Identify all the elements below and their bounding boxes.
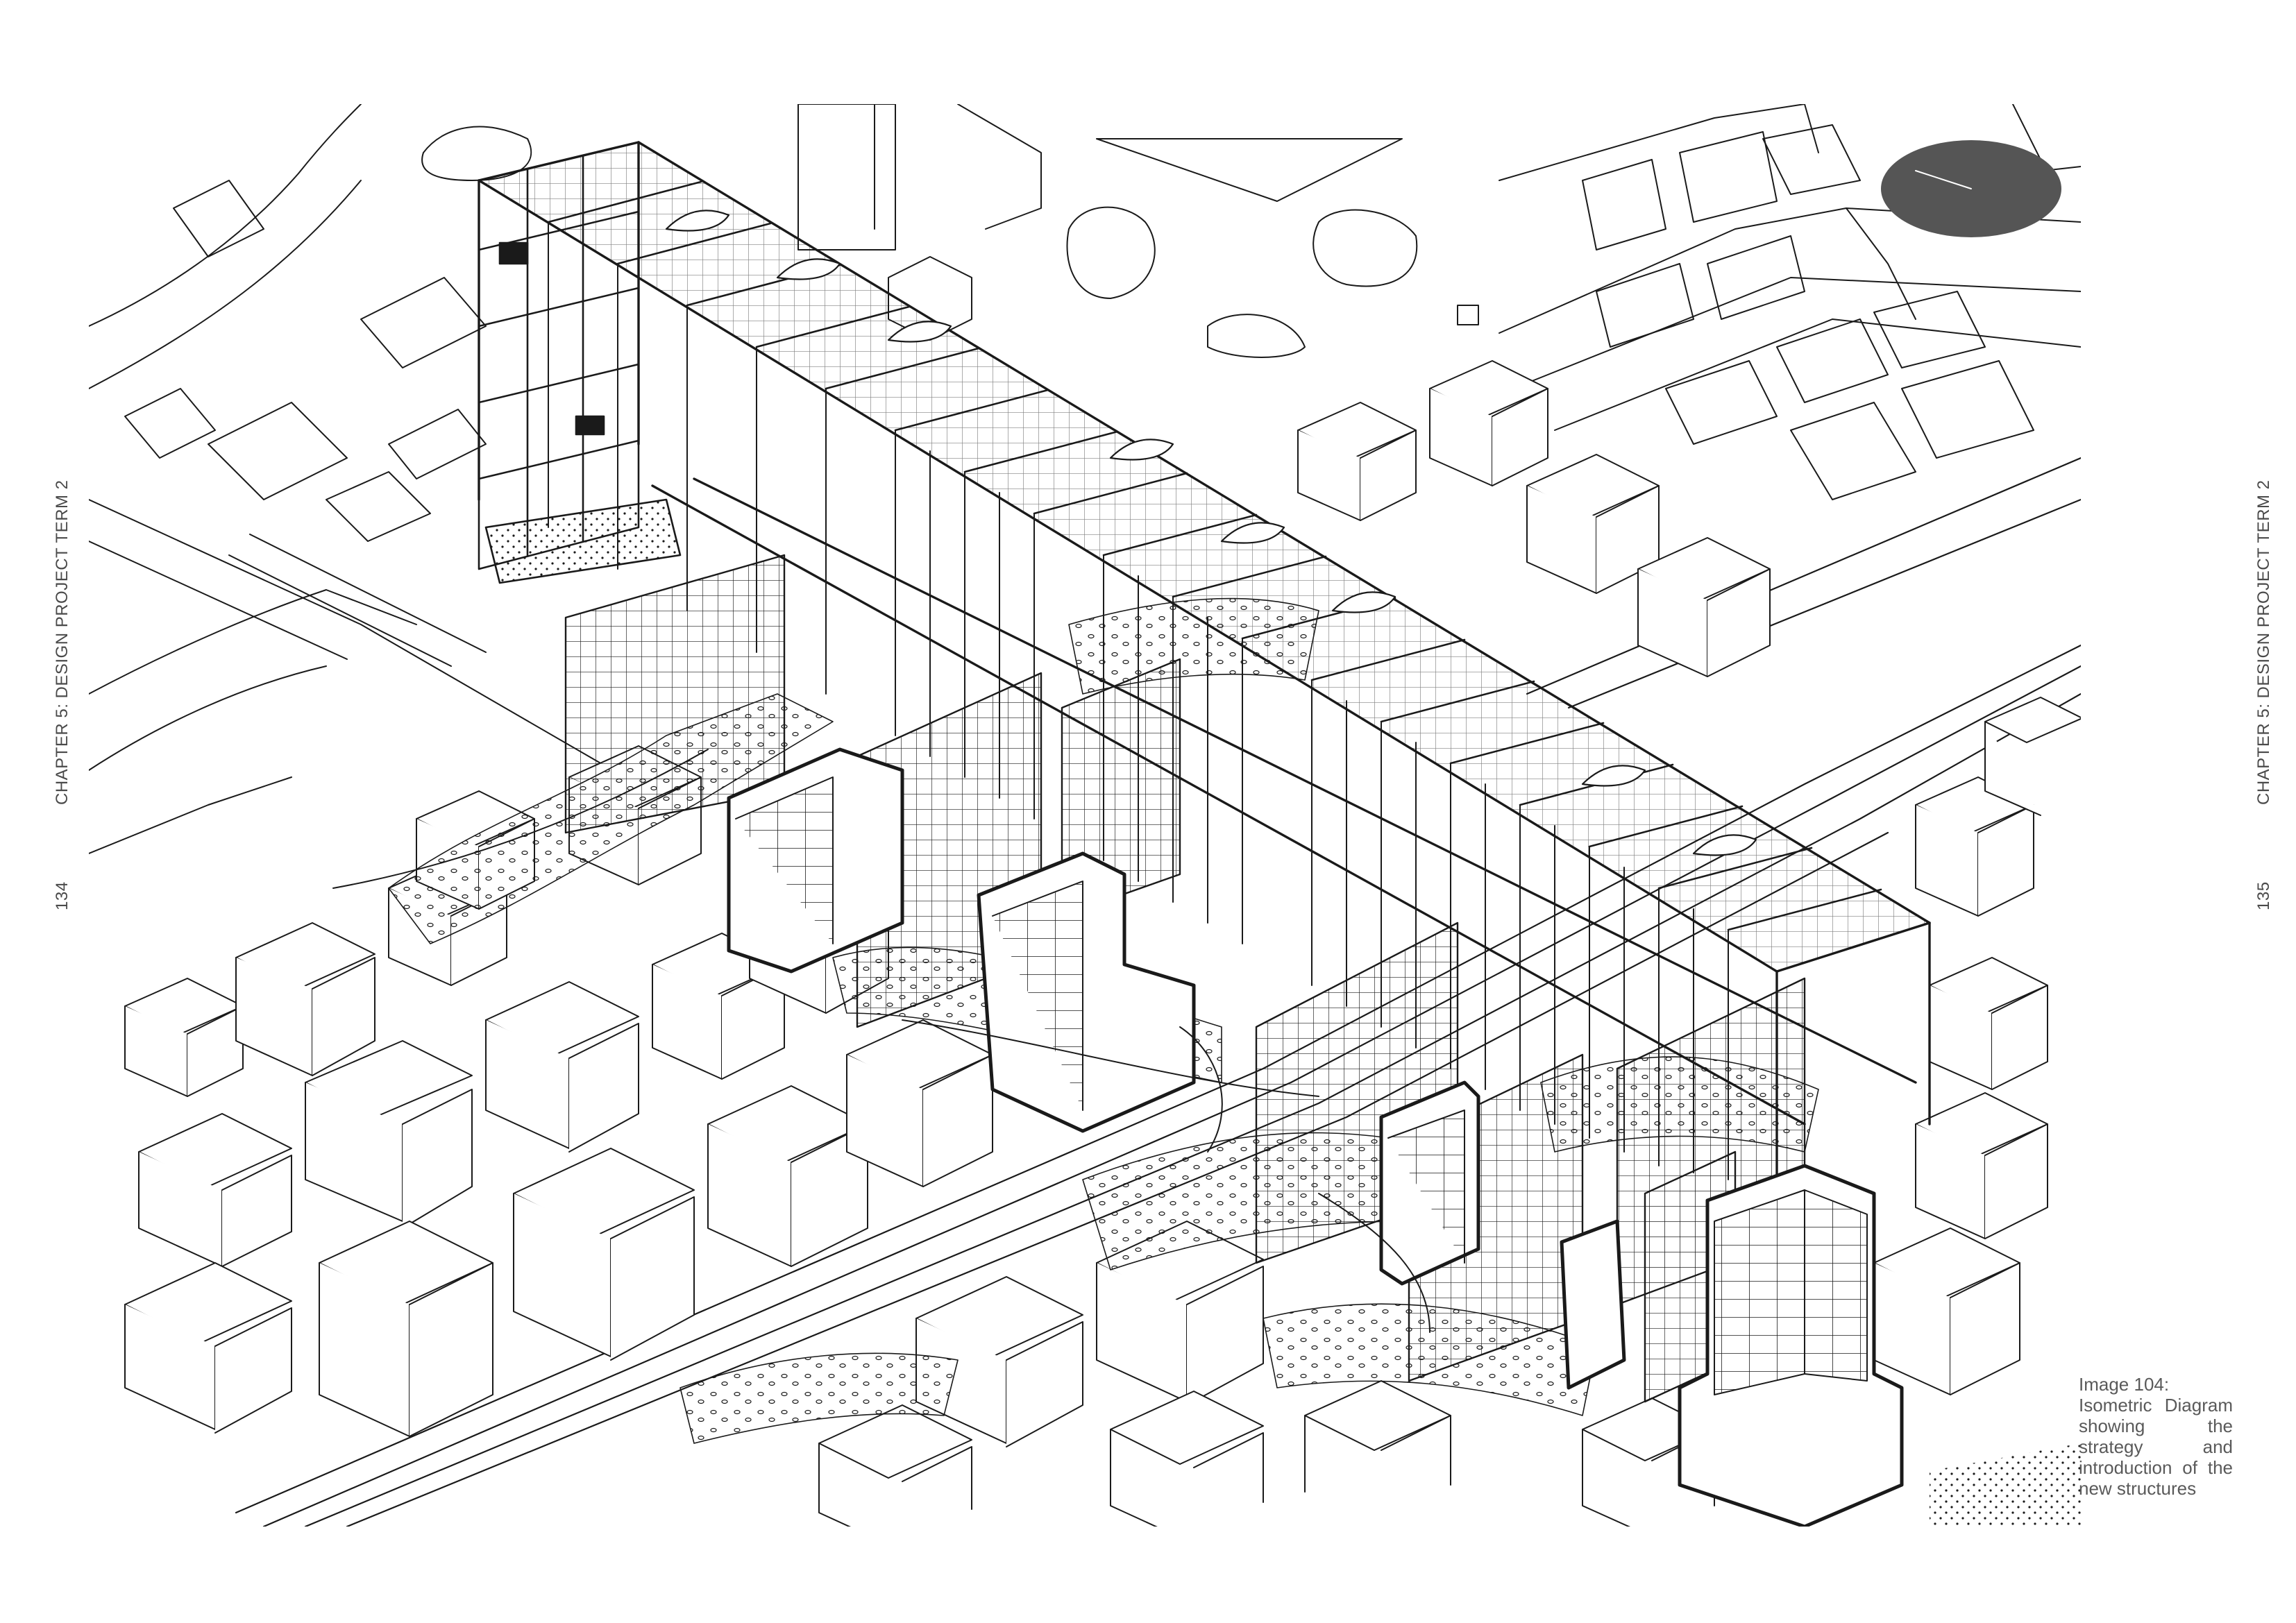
image-caption: Image 104: Isometric Diagram showing the… (2079, 1374, 2233, 1499)
left-page-number: 134 (53, 881, 71, 910)
ground-paths (332, 749, 1430, 1333)
caption-body: Isometric Diagram showing the strategy a… (2079, 1395, 2233, 1499)
context-roads-upper-left (89, 104, 625, 854)
caption-title: Image 104: (2079, 1374, 2170, 1395)
right-page-number: 135 (2254, 881, 2273, 910)
left-chapter-label: CHAPTER 5: DESIGN PROJECT TERM 2 (53, 479, 71, 805)
new-structure-blocks (727, 747, 1904, 1527)
left-tower-frame (478, 141, 682, 584)
right-chapter-label: CHAPTER 5: DESIGN PROJECT TERM 2 (2254, 479, 2273, 805)
north-arrow-marker (1881, 140, 2061, 237)
